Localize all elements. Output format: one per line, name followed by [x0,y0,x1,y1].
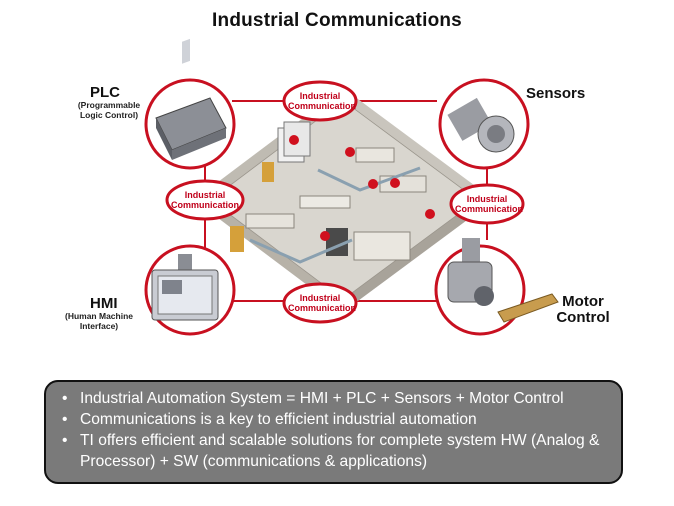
network-nodes [289,135,435,241]
comm-label-bottom: Industrial Communication [288,293,357,313]
motor-label: Motor Control [556,293,610,326]
bullet-text: Communications is a key to efficient ind… [80,411,477,428]
automation-diagram [144,38,559,336]
bullet-text: TI offers efficient and scalable solutio… [80,432,600,470]
plc-sublabel: (Programmable Logic Control) [77,100,141,120]
bullet-item: • Industrial Automation System = HMI + PL… [60,388,611,409]
bullet-item: • Communications is a key to efficient in… [60,409,611,430]
factory-floor [208,88,480,312]
hmi-sublabel: (Human Machine Interface) [64,311,133,331]
bullet-dot-icon: • [62,432,68,449]
comm-label-left: Industrial Communication [171,190,240,210]
bullet-text: Industrial Automation System = HMI + PLC… [80,390,564,407]
hmi-circle [144,244,236,336]
bullet-dot-icon: • [62,390,68,407]
comm-ovals [165,80,525,324]
motor-circle [434,238,559,336]
comm-label-top: Industrial Communication [288,91,357,111]
plc-label: PLC [90,84,120,101]
bullet-dot-icon: • [62,411,68,428]
hmi-label: HMI [90,295,118,312]
summary-box: • Industrial Automation System = HMI + PL… [44,380,623,484]
bullet-item: • TI offers efficient and scalable soluti… [60,430,611,472]
sensors-circle [438,78,530,170]
bullet-list: • Industrial Automation System = HMI + PL… [46,382,621,472]
sensors-label: Sensors [526,85,586,102]
plc-circle [144,38,236,170]
comm-label-right: Industrial Communication [455,194,524,214]
page-title: Industrial Communications [212,10,462,31]
